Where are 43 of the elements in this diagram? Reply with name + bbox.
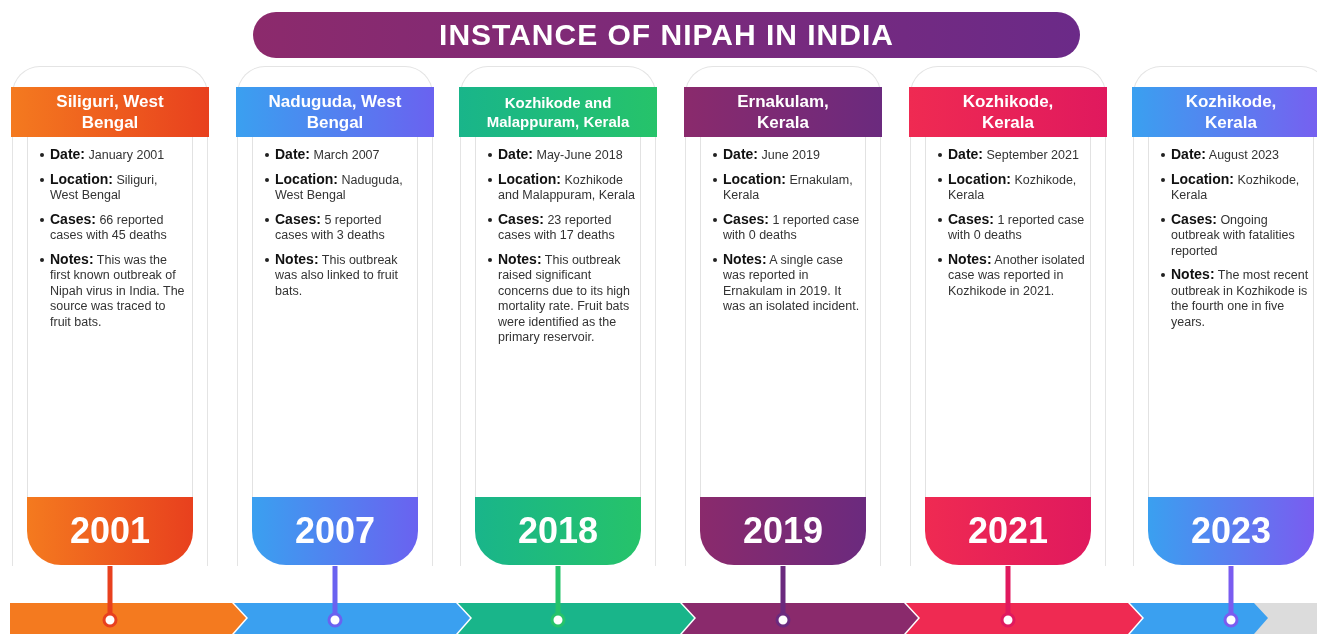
location-heading: Kozhikode, Kerala — [1132, 87, 1317, 137]
location-heading: Siliguri, West Bengal — [11, 87, 209, 137]
bullet-item: Date: January 2001 — [38, 147, 188, 164]
bullet-item: Date: June 2019 — [711, 147, 861, 164]
year-label: 2021 — [925, 497, 1091, 565]
title-banner: INSTANCE OF NIPAH IN INDIA — [253, 12, 1080, 58]
bullet-item: Cases: Ongoing outbreak with fatalities reported — [1159, 211, 1309, 259]
bullet-item: Notes: Another isolated case was reported in Kozhikode in 2021. — [936, 251, 1086, 299]
bullet-item: Notes: This was the first known outbreak of Nipah virus in India. The source was traced to fruit bats. — [38, 251, 188, 330]
bullet-item: Location: Naduguda, West Bengal — [263, 171, 413, 204]
bullet-item: Date: May-June 2018 — [486, 147, 636, 164]
bullet-item: Cases: 5 reported cases with 3 deaths — [263, 211, 413, 244]
bullet-item: Date: September 2021 — [936, 147, 1086, 164]
bullet-item: Cases: 1 reported case with 0 deaths — [936, 211, 1086, 244]
timeline-card — [460, 66, 656, 566]
timeline-card — [910, 66, 1106, 566]
bullet-item: Notes: The most recent outbreak in Kozhikode is the fourth one in five years. — [1159, 267, 1309, 330]
location-heading: Kozhikode, Kerala — [909, 87, 1107, 137]
year-label: 2001 — [27, 497, 193, 565]
timeline-card — [12, 66, 208, 566]
bullet-item: Notes: A single case was reported in Ernakulam in 2019. It was an isolated incident. — [711, 251, 861, 315]
year-label: 2023 — [1148, 497, 1314, 565]
timeline-card — [237, 66, 433, 566]
year-label: 2019 — [700, 497, 866, 565]
bullet-item: Location: Kozhikode and Malappuram, Kerala — [486, 171, 636, 204]
location-heading: Kozhikode and Malappuram, Kerala — [459, 87, 657, 137]
year-label: 2018 — [475, 497, 641, 565]
bullet-item: Date: August 2023 — [1159, 147, 1309, 164]
bullet-item: Cases: 66 reported cases with 45 deaths — [38, 211, 188, 244]
location-heading: Ernakulam, Kerala — [684, 87, 882, 137]
bullet-item: Notes: This outbreak was also linked to fruit bats. — [263, 251, 413, 299]
bullet-item: Cases: 1 reported case with 0 deaths — [711, 211, 861, 244]
year-label: 2007 — [252, 497, 418, 565]
timeline-card — [685, 66, 881, 566]
bullet-item: Location: Ernakulam, Kerala — [711, 171, 861, 204]
timeline-card — [1133, 66, 1317, 566]
bullet-item: Notes: This outbreak raised significant concerns due to its high mortality rate. Fruit bats were identified as the primary reservoir. — [486, 251, 636, 346]
bullet-item: Location: Kozhikode, Kerala — [936, 171, 1086, 204]
bullet-item: Cases: 23 reported cases with 17 deaths — [486, 211, 636, 244]
bullet-item: Location: Kozhikode, Kerala — [1159, 171, 1309, 204]
bullet-item: Date: March 2007 — [263, 147, 413, 164]
location-heading: Naduguda, West Bengal — [236, 87, 434, 137]
bullet-item: Location: Siliguri, West Bengal — [38, 171, 188, 204]
